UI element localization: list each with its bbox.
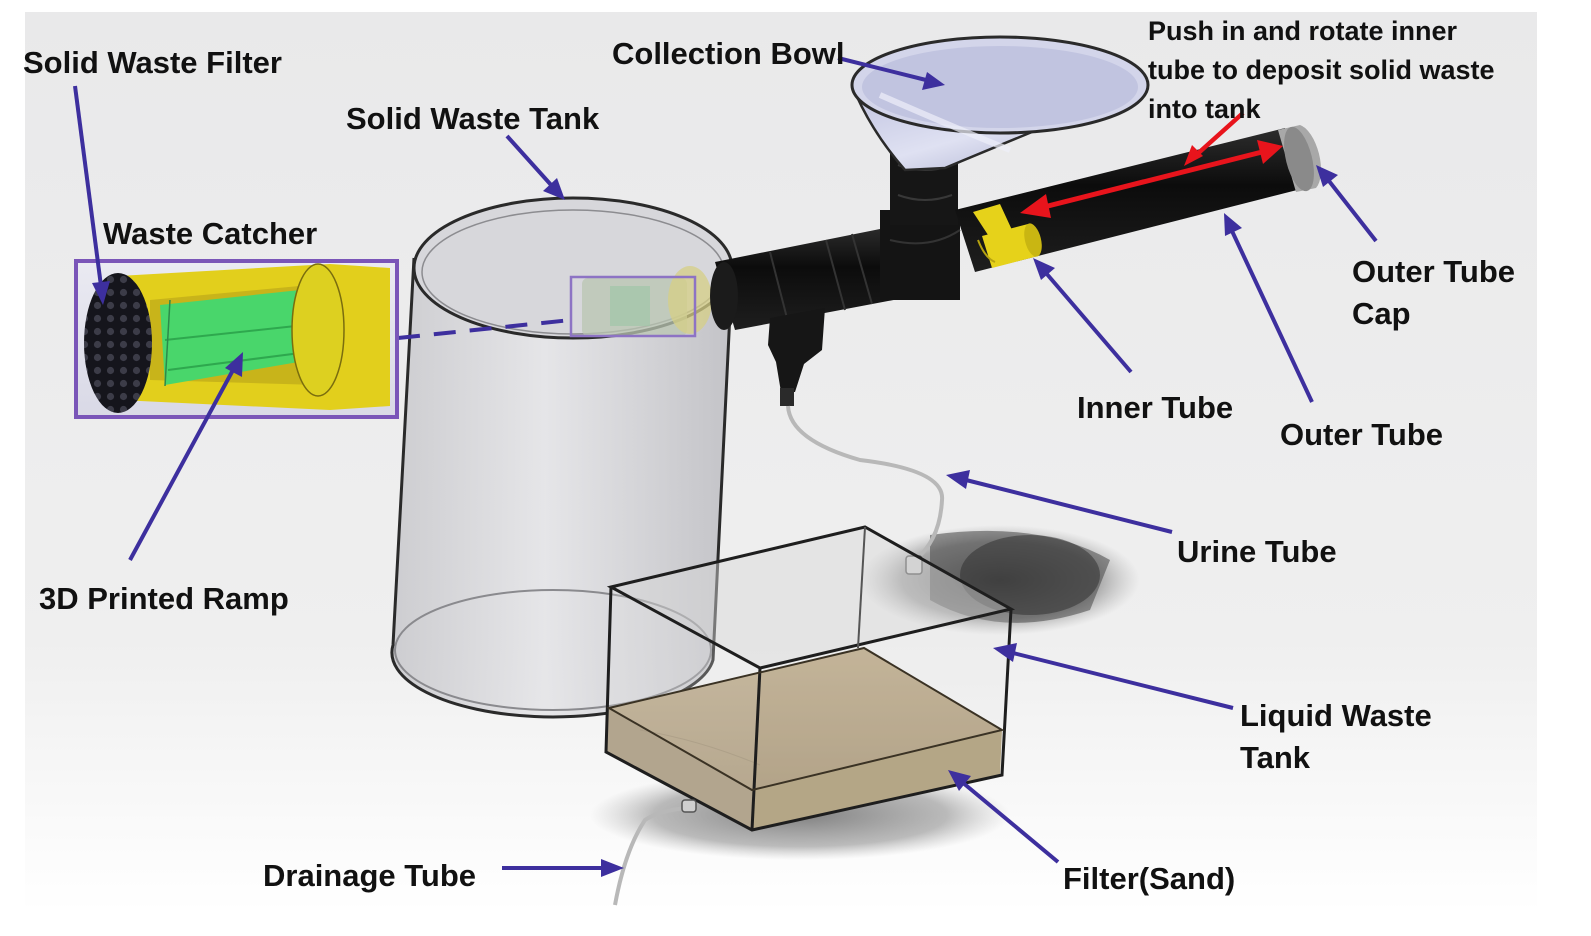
label-filter-sand: Filter(Sand) (1063, 858, 1235, 900)
label-drainage-tube: Drainage Tube (263, 855, 476, 897)
label-outer-tube-cap: Outer Tube Cap (1352, 251, 1515, 335)
drainage-tube-outlet (682, 800, 696, 812)
label-liquid-waste-tank: Liquid Waste Tank (1240, 695, 1432, 779)
label-printed-ramp: 3D Printed Ramp (39, 578, 289, 620)
label-waste-catcher: Waste Catcher (103, 213, 317, 255)
label-push-rotate-note: Push in and rotate inner tube to deposit… (1148, 12, 1495, 129)
label-collection-bowl: Collection Bowl (612, 33, 845, 75)
label-solid-waste-filter: Solid Waste Filter (23, 42, 282, 84)
label-outer-tube: Outer Tube (1280, 414, 1443, 456)
catcher-in-tank (571, 266, 712, 336)
label-solid-waste-tank: Solid Waste Tank (346, 98, 599, 140)
label-inner-tube: Inner Tube (1077, 387, 1233, 429)
label-urine-tube: Urine Tube (1177, 531, 1337, 573)
solid-waste-filter-mesh (84, 273, 152, 413)
waste-catcher-inset (76, 261, 397, 417)
